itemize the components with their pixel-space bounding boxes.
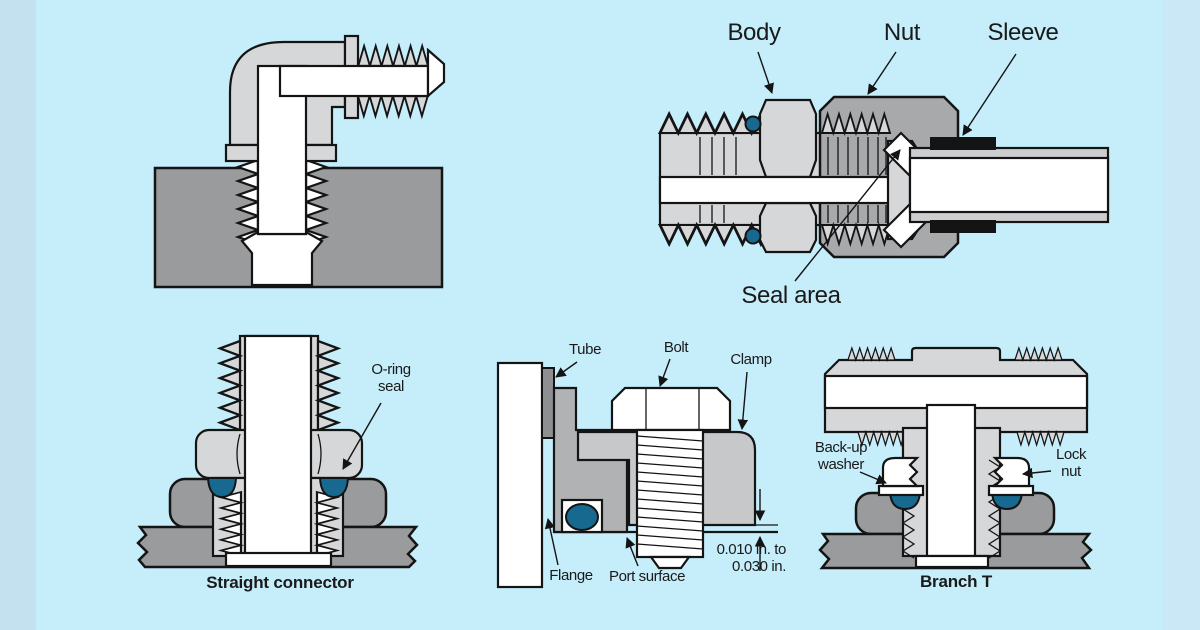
- clamp-label: Clamp: [730, 351, 772, 368]
- nut-label: Nut: [883, 19, 921, 46]
- body-label: Body: [727, 19, 781, 46]
- seal-area-label: Seal area: [741, 282, 841, 309]
- compression-fitting-diagram: [658, 95, 1110, 259]
- port-surface-label: Port surface: [608, 568, 686, 585]
- straight-connector-diagram: [136, 334, 419, 569]
- straight-connector-caption: Straight connector: [206, 573, 354, 592]
- backup-washer-label: Back-up washer: [814, 439, 868, 473]
- branch-t-caption: Branch T: [919, 572, 993, 591]
- clearance-label: 0.010 in. to 0.030 in.: [716, 541, 787, 575]
- bolt-label: Bolt: [663, 339, 689, 356]
- flange-label: Flange: [549, 567, 593, 584]
- lock-nut-label: Lock nut: [1055, 446, 1087, 480]
- tube-label: Tube: [568, 341, 602, 358]
- sleeve-label: Sleeve: [987, 19, 1059, 46]
- leader-arrows: [342, 51, 1052, 567]
- right-margin-band: [1163, 0, 1200, 630]
- oring-seal-label: O-ring seal: [371, 361, 411, 395]
- branch-t-diagram: [818, 346, 1093, 570]
- flange-clamp-diagram: [496, 361, 778, 589]
- elbow-fitting-diagram: [153, 34, 446, 289]
- left-margin-band: [0, 0, 36, 630]
